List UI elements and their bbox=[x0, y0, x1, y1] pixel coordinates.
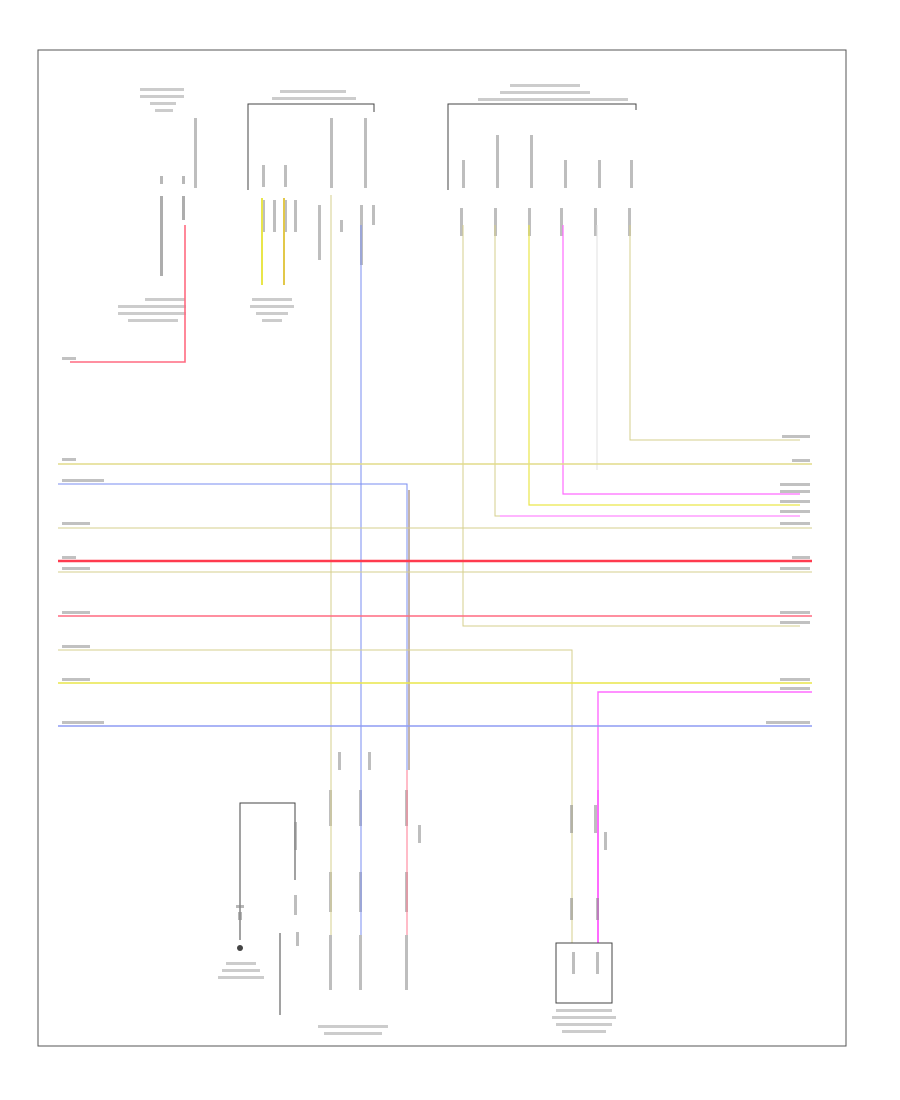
top-right-component bbox=[447, 84, 637, 236]
horizontal-wires bbox=[58, 463, 812, 790]
upper-vertical-wires bbox=[70, 195, 800, 770]
diagram-frame bbox=[37, 49, 847, 1047]
wire-tan-tr-3 bbox=[629, 225, 800, 441]
ground-point-icon bbox=[237, 945, 243, 951]
wire-tan-h-650 bbox=[58, 649, 573, 790]
ground-component bbox=[218, 802, 296, 979]
wire-tan-tr-2 bbox=[494, 225, 800, 517]
wire-magenta-tr bbox=[562, 225, 800, 495]
top-left-component bbox=[118, 88, 197, 322]
wire-tan-tr-1 bbox=[462, 225, 800, 627]
wire-red-top-left bbox=[70, 225, 186, 363]
left-pin-labels bbox=[62, 357, 104, 724]
bottom-connector-component bbox=[279, 752, 421, 1035]
bottom-right-box-component bbox=[552, 805, 616, 1033]
right-pin-labels bbox=[766, 435, 810, 724]
wire-magenta-h-692 bbox=[597, 691, 812, 790]
lower-vertical-wires bbox=[330, 770, 599, 945]
wire-yellow-tr bbox=[528, 225, 800, 506]
top-middle-component bbox=[247, 90, 375, 322]
wire-blue-h-484 bbox=[58, 483, 408, 770]
bottom-right-box bbox=[555, 942, 613, 1004]
